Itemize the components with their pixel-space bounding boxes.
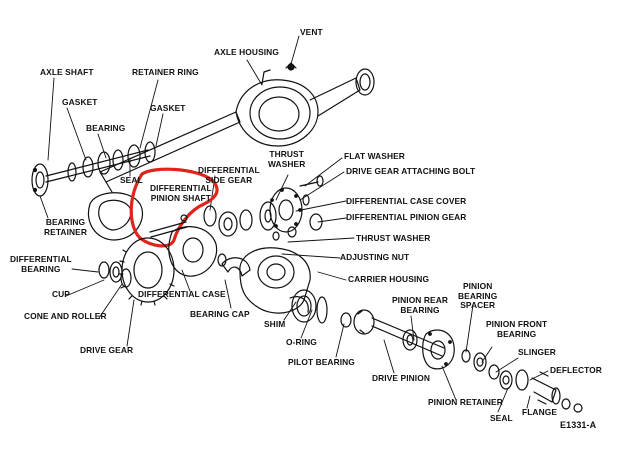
pinion-bearing-parts <box>461 349 513 390</box>
label-deflector: DEFLECTOR <box>550 365 602 375</box>
label-drive-pinion: DRIVE PINION <box>372 373 430 383</box>
label-shim: SHIM <box>264 319 286 329</box>
label-differential-case-cover: DIFFERENTIAL CASE COVER <box>346 196 467 206</box>
highlight-outline <box>129 167 219 248</box>
label-pinion-rear-bearing: PINION REAR BEARING <box>392 295 449 315</box>
label-seal-left: SEAL <box>120 175 143 185</box>
label-differential-bearing: DIFFERENTIAL BEARING <box>10 254 72 274</box>
flange-parts <box>515 369 583 413</box>
label-pilot-bearing: PILOT BEARING <box>288 357 355 367</box>
carrier-gasket <box>87 192 144 241</box>
label-differential-pinion-gear: DIFFERENTIAL PINION GEAR <box>346 212 467 222</box>
label-pinion-bearing-spacer: PINION BEARING SPACER <box>458 281 498 310</box>
label-vent: VENT <box>300 27 323 37</box>
label-cone-and-roller: CONE AND ROLLER <box>24 311 107 321</box>
label-thrust-washer: THRUST WASHER <box>356 233 431 243</box>
label-bearing-cap: BEARING CAP <box>190 309 250 319</box>
label-differential-pinion-shaft: DIFFERENTIAL PINION SHAFT <box>150 183 212 203</box>
label-thrust-washer-top: THRUST WASHER <box>268 149 306 169</box>
label-carrier-housing: CARRIER HOUSING <box>348 274 430 284</box>
label-drive-gear: DRIVE GEAR <box>80 345 134 355</box>
label-gasket-right: GASKET <box>150 103 186 113</box>
pinion-retainer-parts <box>402 329 455 370</box>
leader-lines <box>39 35 549 413</box>
axle-shaft-group <box>31 141 156 197</box>
axle-housing <box>99 62 375 193</box>
differential-case <box>168 226 227 277</box>
label-bearing-retainer: BEARING RETAINER <box>44 217 87 237</box>
label-axle-shaft: AXLE SHAFT <box>40 67 94 77</box>
label-pinion-retainer: PINION RETAINER <box>428 397 503 407</box>
differential-pinion-shaft <box>149 214 188 238</box>
label-flange: FLANGE <box>522 407 558 417</box>
label-adjusting-nut: ADJUSTING NUT <box>340 252 410 262</box>
label-slinger: SLINGER <box>518 347 556 357</box>
carrier-housing <box>239 247 317 323</box>
label-o-ring: O-RING <box>286 337 317 347</box>
label-bearing: BEARING <box>86 123 126 133</box>
label-axle-housing: AXLE HOUSING <box>214 47 279 57</box>
label-differential-side-gear: DIFFERENTIAL SIDE GEAR <box>198 165 260 185</box>
label-seal-right: SEAL <box>490 413 513 423</box>
label-drive-gear-attaching-bolt: DRIVE GEAR ATTACHING BOLT <box>346 166 476 176</box>
label-retainer-ring: RETAINER RING <box>132 67 199 77</box>
label-flat-washer: FLAT WASHER <box>344 151 405 161</box>
label-cup: CUP <box>52 289 70 299</box>
figure-code: E1331-A <box>560 420 597 430</box>
pilot-bearing <box>340 312 352 328</box>
side-gear-parts <box>203 201 277 237</box>
bearing-cap <box>221 257 251 277</box>
case-cover-parts <box>269 175 324 241</box>
shim <box>316 296 328 324</box>
label-pinion-front-bearing: PINION FRONT BEARING <box>486 319 548 339</box>
label-gasket-left: GASKET <box>62 97 98 107</box>
label-differential-case: DIFFERENTIAL CASE <box>138 289 226 299</box>
differential-bearing-parts <box>98 261 132 288</box>
